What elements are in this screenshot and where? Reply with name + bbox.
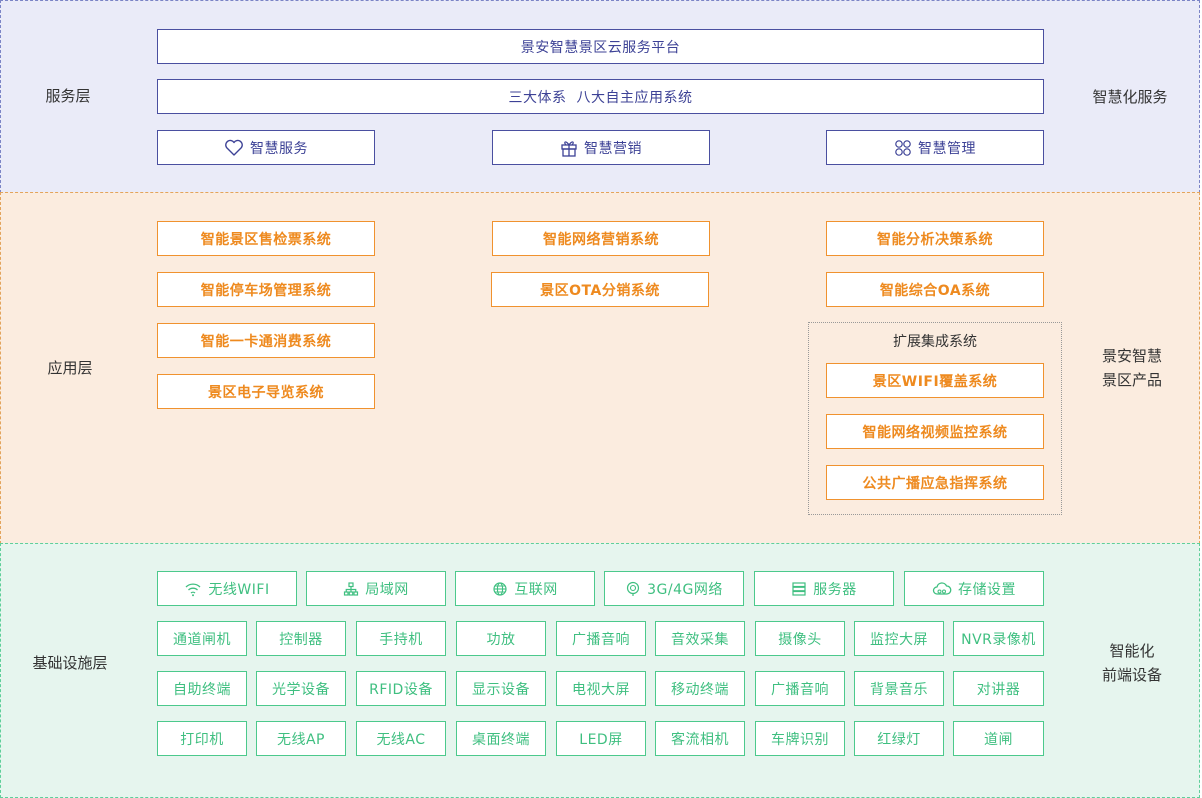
device-item: 广播音响 [556,621,646,656]
service-layer-label: 服务层 [45,87,91,105]
network-item: 服务器 [754,571,894,606]
cloud-platform-label: 景安智慧景区云服务平台 [520,39,681,56]
oa-system-box: 智能综合OA系统 [826,272,1044,307]
network-item: 存储设置 [904,571,1044,606]
smart-service-label: 智慧化服务 [1092,88,1168,106]
infrastructure-layer-label: 基础设施层 [32,654,108,672]
heart-icon [224,139,244,157]
smart-service-box: 智慧服务 [157,130,375,165]
wifi-coverage-system-box: 景区WIFI覆盖系统 [826,363,1044,398]
device-item: 电视大屏 [556,671,646,706]
device-item: 对讲器 [953,671,1044,706]
gift-icon [560,139,578,157]
network-item-label: 互联网 [514,581,558,598]
signal-icon [625,581,641,597]
device-item: 光学设备 [256,671,346,706]
analytics-decision-system-box: 智能分析决策系统 [826,221,1044,256]
network-item: 互联网 [455,571,595,606]
smart-service-pillar-label: 智慧服务 [250,140,308,157]
extension-systems-title: 扩展集成系统 [893,334,977,350]
network-marketing-system-box: 智能网络营销系统 [492,221,710,256]
device-item: 红绿灯 [854,721,944,756]
extension-systems-frame [808,322,1062,515]
network-item-label: 服务器 [813,581,857,598]
network-item: 无线WIFI [157,571,297,606]
device-item: 打印机 [157,721,247,756]
parking-system-box: 智能停车场管理系统 [157,272,375,307]
application-layer-label: 应用层 [47,359,93,377]
system-overview-label: 三大体系 八大自主应用系统 [508,89,693,106]
server-icon [791,581,807,597]
network-item-label: 局域网 [365,581,409,598]
device-item: 背景音乐 [854,671,944,706]
frontend-devices-label-line1: 智能化 [1109,642,1155,660]
device-item: 客流相机 [655,721,745,756]
product-label: 景安智慧 景区产品 [1082,344,1182,392]
device-item: 无线AC [356,721,446,756]
device-item: 显示设备 [456,671,546,706]
cloud-storage-icon [932,581,952,597]
smart-marketing-box: 智慧营销 [492,130,710,165]
wifi-icon [184,581,202,597]
network-item-label: 存储设置 [958,581,1016,598]
device-item: 功放 [456,621,546,656]
smart-marketing-pillar-label: 智慧营销 [584,140,642,157]
network-item: 局域网 [306,571,446,606]
device-item: 监控大屏 [854,621,944,656]
electronic-guide-system-box: 景区电子导览系统 [157,374,375,409]
video-surveillance-system-box: 智能网络视频监控系统 [826,414,1044,449]
network-item: 3G/4G网络 [604,571,744,606]
ticketing-system-box: 智能景区售检票系统 [157,221,375,256]
smart-management-box: 智慧管理 [826,130,1044,165]
smart-management-pillar-label: 智慧管理 [918,140,976,157]
product-label-line2: 景区产品 [1101,371,1162,389]
device-item: RFID设备 [356,671,446,706]
frontend-devices-label-line2: 前端设备 [1101,666,1162,684]
product-label-line1: 景安智慧 [1101,347,1162,365]
device-item: 摄像头 [755,621,845,656]
device-item: 音效采集 [655,621,745,656]
device-item: 控制器 [256,621,346,656]
network-item-label: 3G/4G网络 [647,581,723,598]
device-item: 无线AP [256,721,346,756]
card-payment-system-box: 智能一卡通消费系统 [157,323,375,358]
device-item: LED屏 [556,721,646,756]
network-item-label: 无线WIFI [208,581,270,598]
globe-icon [492,581,508,597]
system-overview-box: 三大体系 八大自主应用系统 [157,79,1044,114]
device-item: 车牌识别 [755,721,845,756]
public-broadcast-system-box: 公共广播应急指挥系统 [826,465,1044,500]
device-item: 广播音响 [755,671,845,706]
apps-grid-icon [894,139,912,157]
device-item: 移动终端 [655,671,745,706]
device-item: 自助终端 [157,671,247,706]
device-item: NVR录像机 [953,621,1044,656]
network-tree-icon [343,581,359,597]
ota-distribution-system-box: 景区OTA分销系统 [491,272,709,307]
frontend-devices-label: 智能化 前端设备 [1082,639,1182,687]
device-item: 桌面终端 [456,721,546,756]
device-item: 手持机 [356,621,446,656]
device-item: 通道闸机 [157,621,247,656]
cloud-platform-box: 景安智慧景区云服务平台 [157,29,1044,64]
device-item: 道闸 [953,721,1044,756]
